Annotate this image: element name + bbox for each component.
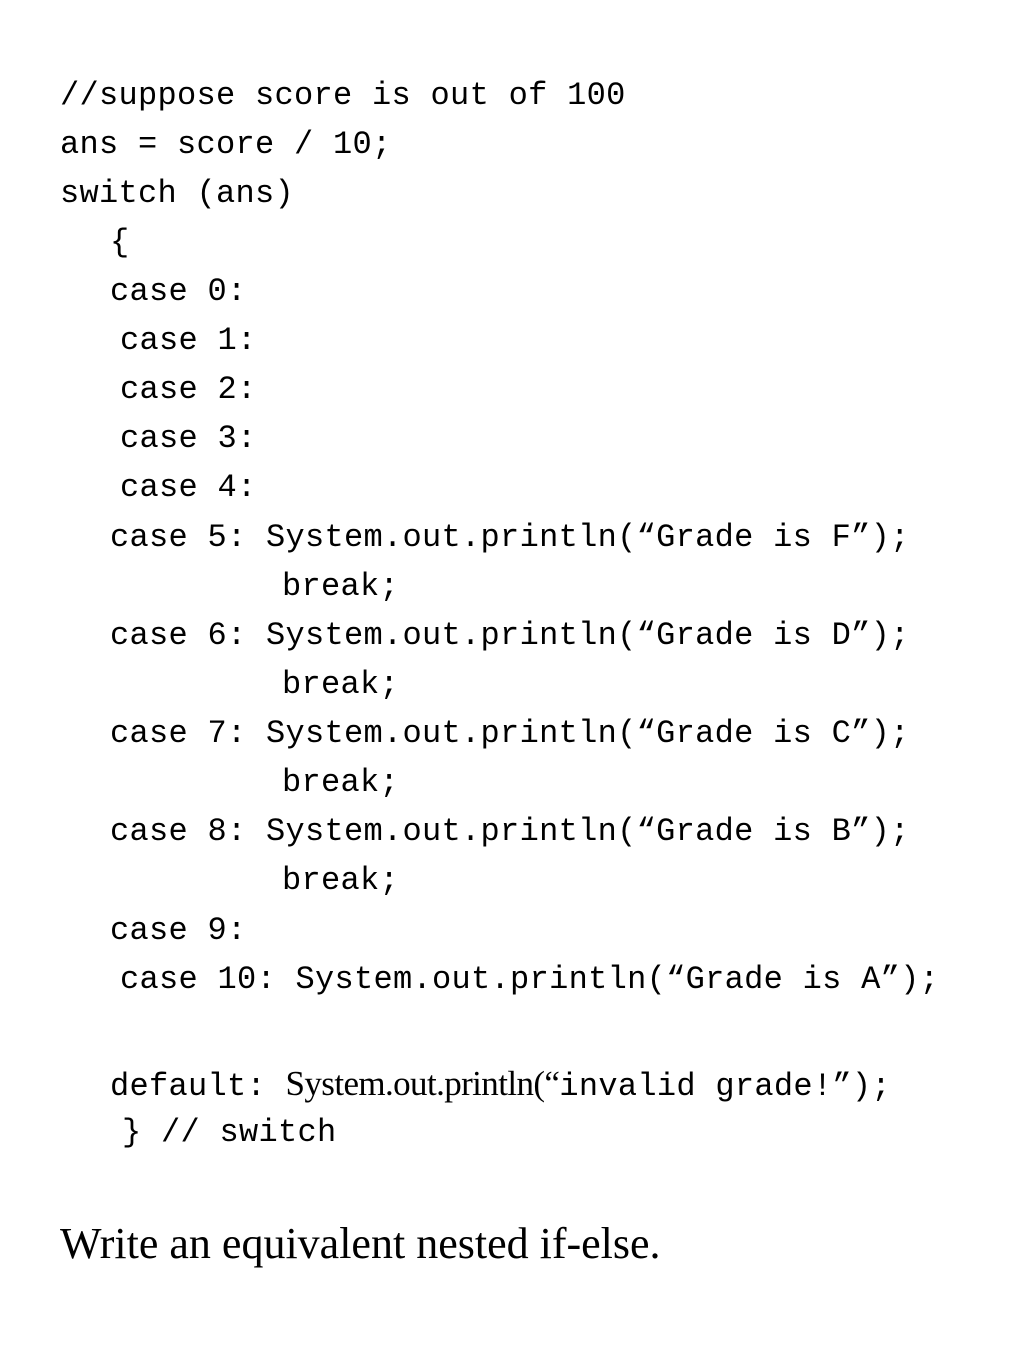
- code-block: //suppose score is out of 100 ans = scor…: [60, 77, 940, 1151]
- code-line-close-brace: } // switch: [122, 1114, 337, 1151]
- code-line-open-brace: {: [110, 224, 130, 261]
- default-argument: invalid grade!”);: [559, 1068, 891, 1105]
- code-line-break-d: break;: [282, 666, 400, 703]
- code-line-case-6: case 6: System.out.println(“Grade is D”)…: [110, 617, 910, 654]
- code-line-case-1: case 1:: [120, 322, 257, 359]
- code-line-case-0: case 0:: [110, 273, 247, 310]
- code-line-comment: //suppose score is out of 100: [60, 77, 626, 114]
- code-line-case-7: case 7: System.out.println(“Grade is C”)…: [110, 715, 910, 752]
- exercise-prompt: Write an equivalent nested if-else.: [60, 1219, 661, 1268]
- default-keyword: default:: [110, 1068, 286, 1105]
- code-line-break-b: break;: [282, 862, 400, 899]
- code-line-case-8: case 8: System.out.println(“Grade is B”)…: [110, 813, 910, 850]
- code-line-default: default: System.out.println(“invalid gra…: [110, 1064, 891, 1105]
- code-line-case-5: case 5: System.out.println(“Grade is F”)…: [110, 519, 910, 556]
- code-line-case-9: case 9:: [110, 912, 247, 949]
- code-line-case-4: case 4:: [120, 469, 257, 506]
- code-line-break-c: break;: [282, 764, 400, 801]
- code-line-case-3: case 3:: [120, 420, 257, 457]
- code-line-assign: ans = score / 10;: [60, 126, 392, 163]
- code-line-break-f: break;: [282, 568, 400, 605]
- code-line-case-2: case 2:: [120, 371, 257, 408]
- default-call: System.out.println(“: [285, 1064, 560, 1103]
- code-line-case-10: case 10: System.out.println(“Grade is A”…: [120, 961, 940, 998]
- code-line-switch: switch (ans): [60, 175, 295, 212]
